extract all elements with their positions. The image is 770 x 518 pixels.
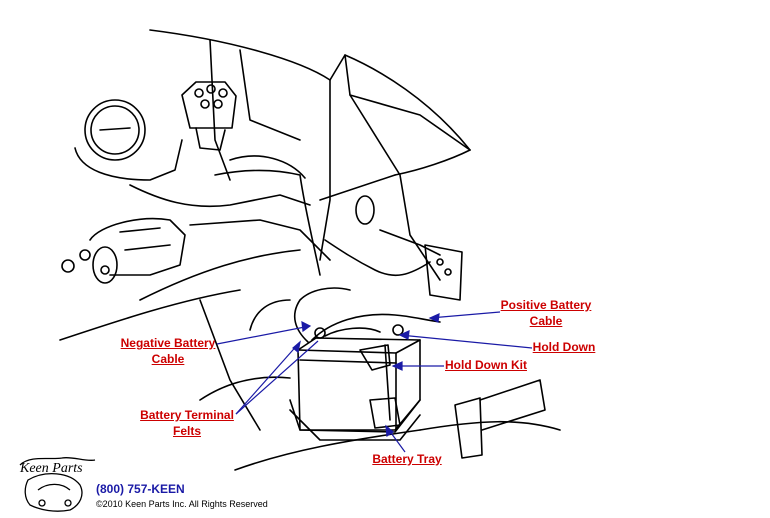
keen-parts-logo: Keen Parts (19, 456, 96, 512)
arrowhead-hold-down (398, 330, 410, 340)
arrowhead-terminal-felts-1 (292, 340, 301, 354)
label-battery-terminal-felts-line2: Felts (172, 424, 201, 438)
leader-lines (216, 311, 533, 453)
leader-positive-cable (429, 311, 501, 319)
engine-line-drawing (59, 29, 561, 471)
arrowhead-negative-cable (301, 320, 312, 333)
label-hold-down-text: Hold Down (532, 340, 596, 354)
label-negative-battery-cable-line1: Negative Battery (120, 336, 216, 350)
leader-terminal-felts-2 (235, 340, 319, 415)
logo-text: Keen Parts (19, 461, 83, 476)
label-battery-terminal-felts[interactable]: Battery Terminal Felts (136, 407, 238, 439)
label-battery-tray[interactable]: Battery Tray (368, 451, 446, 467)
label-negative-battery-cable[interactable]: Negative Battery Cable (116, 335, 220, 367)
arrowhead-hold-down-kit (391, 361, 403, 371)
label-battery-tray-text: Battery Tray (372, 452, 442, 466)
label-hold-down[interactable]: Hold Down (531, 339, 597, 355)
leader-terminal-felts-1 (235, 341, 301, 415)
label-positive-battery-cable-line2: Cable (529, 314, 563, 328)
phone-number: (800) 757-KEEN (96, 482, 185, 496)
label-battery-terminal-felts-line1: Battery Terminal (140, 408, 234, 422)
copyright-text: ©2010 Keen Parts Inc. All Rights Reserve… (96, 499, 268, 509)
label-positive-battery-cable[interactable]: Positive Battery Cable (496, 297, 596, 329)
leader-hold-down (399, 334, 533, 349)
arrowhead-positive-cable (428, 313, 440, 323)
label-hold-down-kit-text: Hold Down Kit (445, 358, 527, 372)
label-negative-battery-cable-line2: Cable (151, 352, 185, 366)
arrowhead-battery-tray (385, 424, 394, 438)
label-positive-battery-cable-line1: Positive Battery (500, 298, 592, 312)
label-hold-down-kit[interactable]: Hold Down Kit (444, 357, 528, 373)
leader-negative-cable (216, 325, 311, 345)
